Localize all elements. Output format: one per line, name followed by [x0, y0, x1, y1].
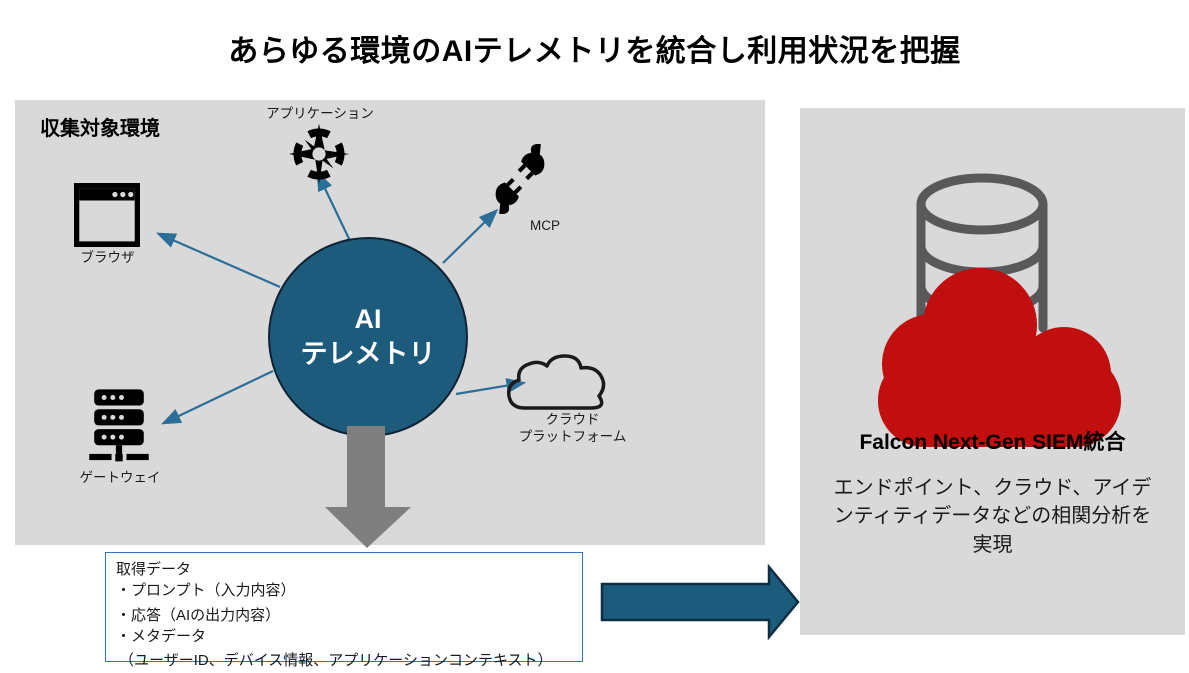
siem-heading: Falcon Next-Gen SIEM統合 [859, 431, 1126, 454]
siem-panel: Falcon Next-Gen SIEM統合 エンドポイント、クラウド、アイデン… [800, 108, 1185, 635]
node-label-mcp: MCP [530, 218, 560, 233]
flow-arrow-right [600, 563, 800, 641]
page-title: あらゆる環境のAIテレメトリを統合し利用状況を把握 [228, 35, 961, 68]
data-box-metadata-detail: （ユーザーID、デバイス情報、アプリケーションコンテキスト） [119, 651, 553, 669]
data-box-title: 取得データ [116, 561, 192, 578]
cloud-outline-icon [506, 354, 606, 410]
collection-environment-panel: 収集対象環境 アプリケーション ブラウザ [15, 100, 765, 545]
database-cylinder-icon [878, 173, 1121, 447]
left-panel-heading: 収集対象環境 [40, 118, 160, 140]
data-box-item-response: ・応答（AIの出力内容） [116, 607, 281, 625]
server-stack-icon [89, 389, 149, 462]
siem-description: エンドポイント、クラウド、アイデンティティデータなどの相関分析を実現 [833, 477, 1152, 556]
acquired-data-box: 取得データ ・プロンプト（入力内容） ・応答（AIの出力内容） ・メタデータ （… [105, 552, 583, 669]
ai-telemetry-line1: AI [354, 303, 382, 334]
node-label-cloud-platform: クラウド プラットフォーム [518, 412, 627, 444]
data-box-item-prompt: ・プロンプト（入力内容） [116, 581, 296, 599]
red-cloud-icon [878, 268, 1121, 447]
down-arrow [325, 426, 411, 548]
data-box-item-metadata: ・メタデータ [116, 628, 207, 646]
browser-window-icon [74, 183, 140, 247]
compass-icon [289, 124, 349, 184]
node-label-browser: ブラウザ [80, 250, 135, 265]
ai-telemetry-node: AI テレメトリ [268, 237, 468, 437]
node-label-application: アプリケーション [266, 106, 374, 121]
node-label-gateway: ゲートウェイ [79, 470, 161, 485]
plug-connector-icon [495, 143, 545, 215]
ai-telemetry-line2: テレメトリ [300, 339, 436, 369]
